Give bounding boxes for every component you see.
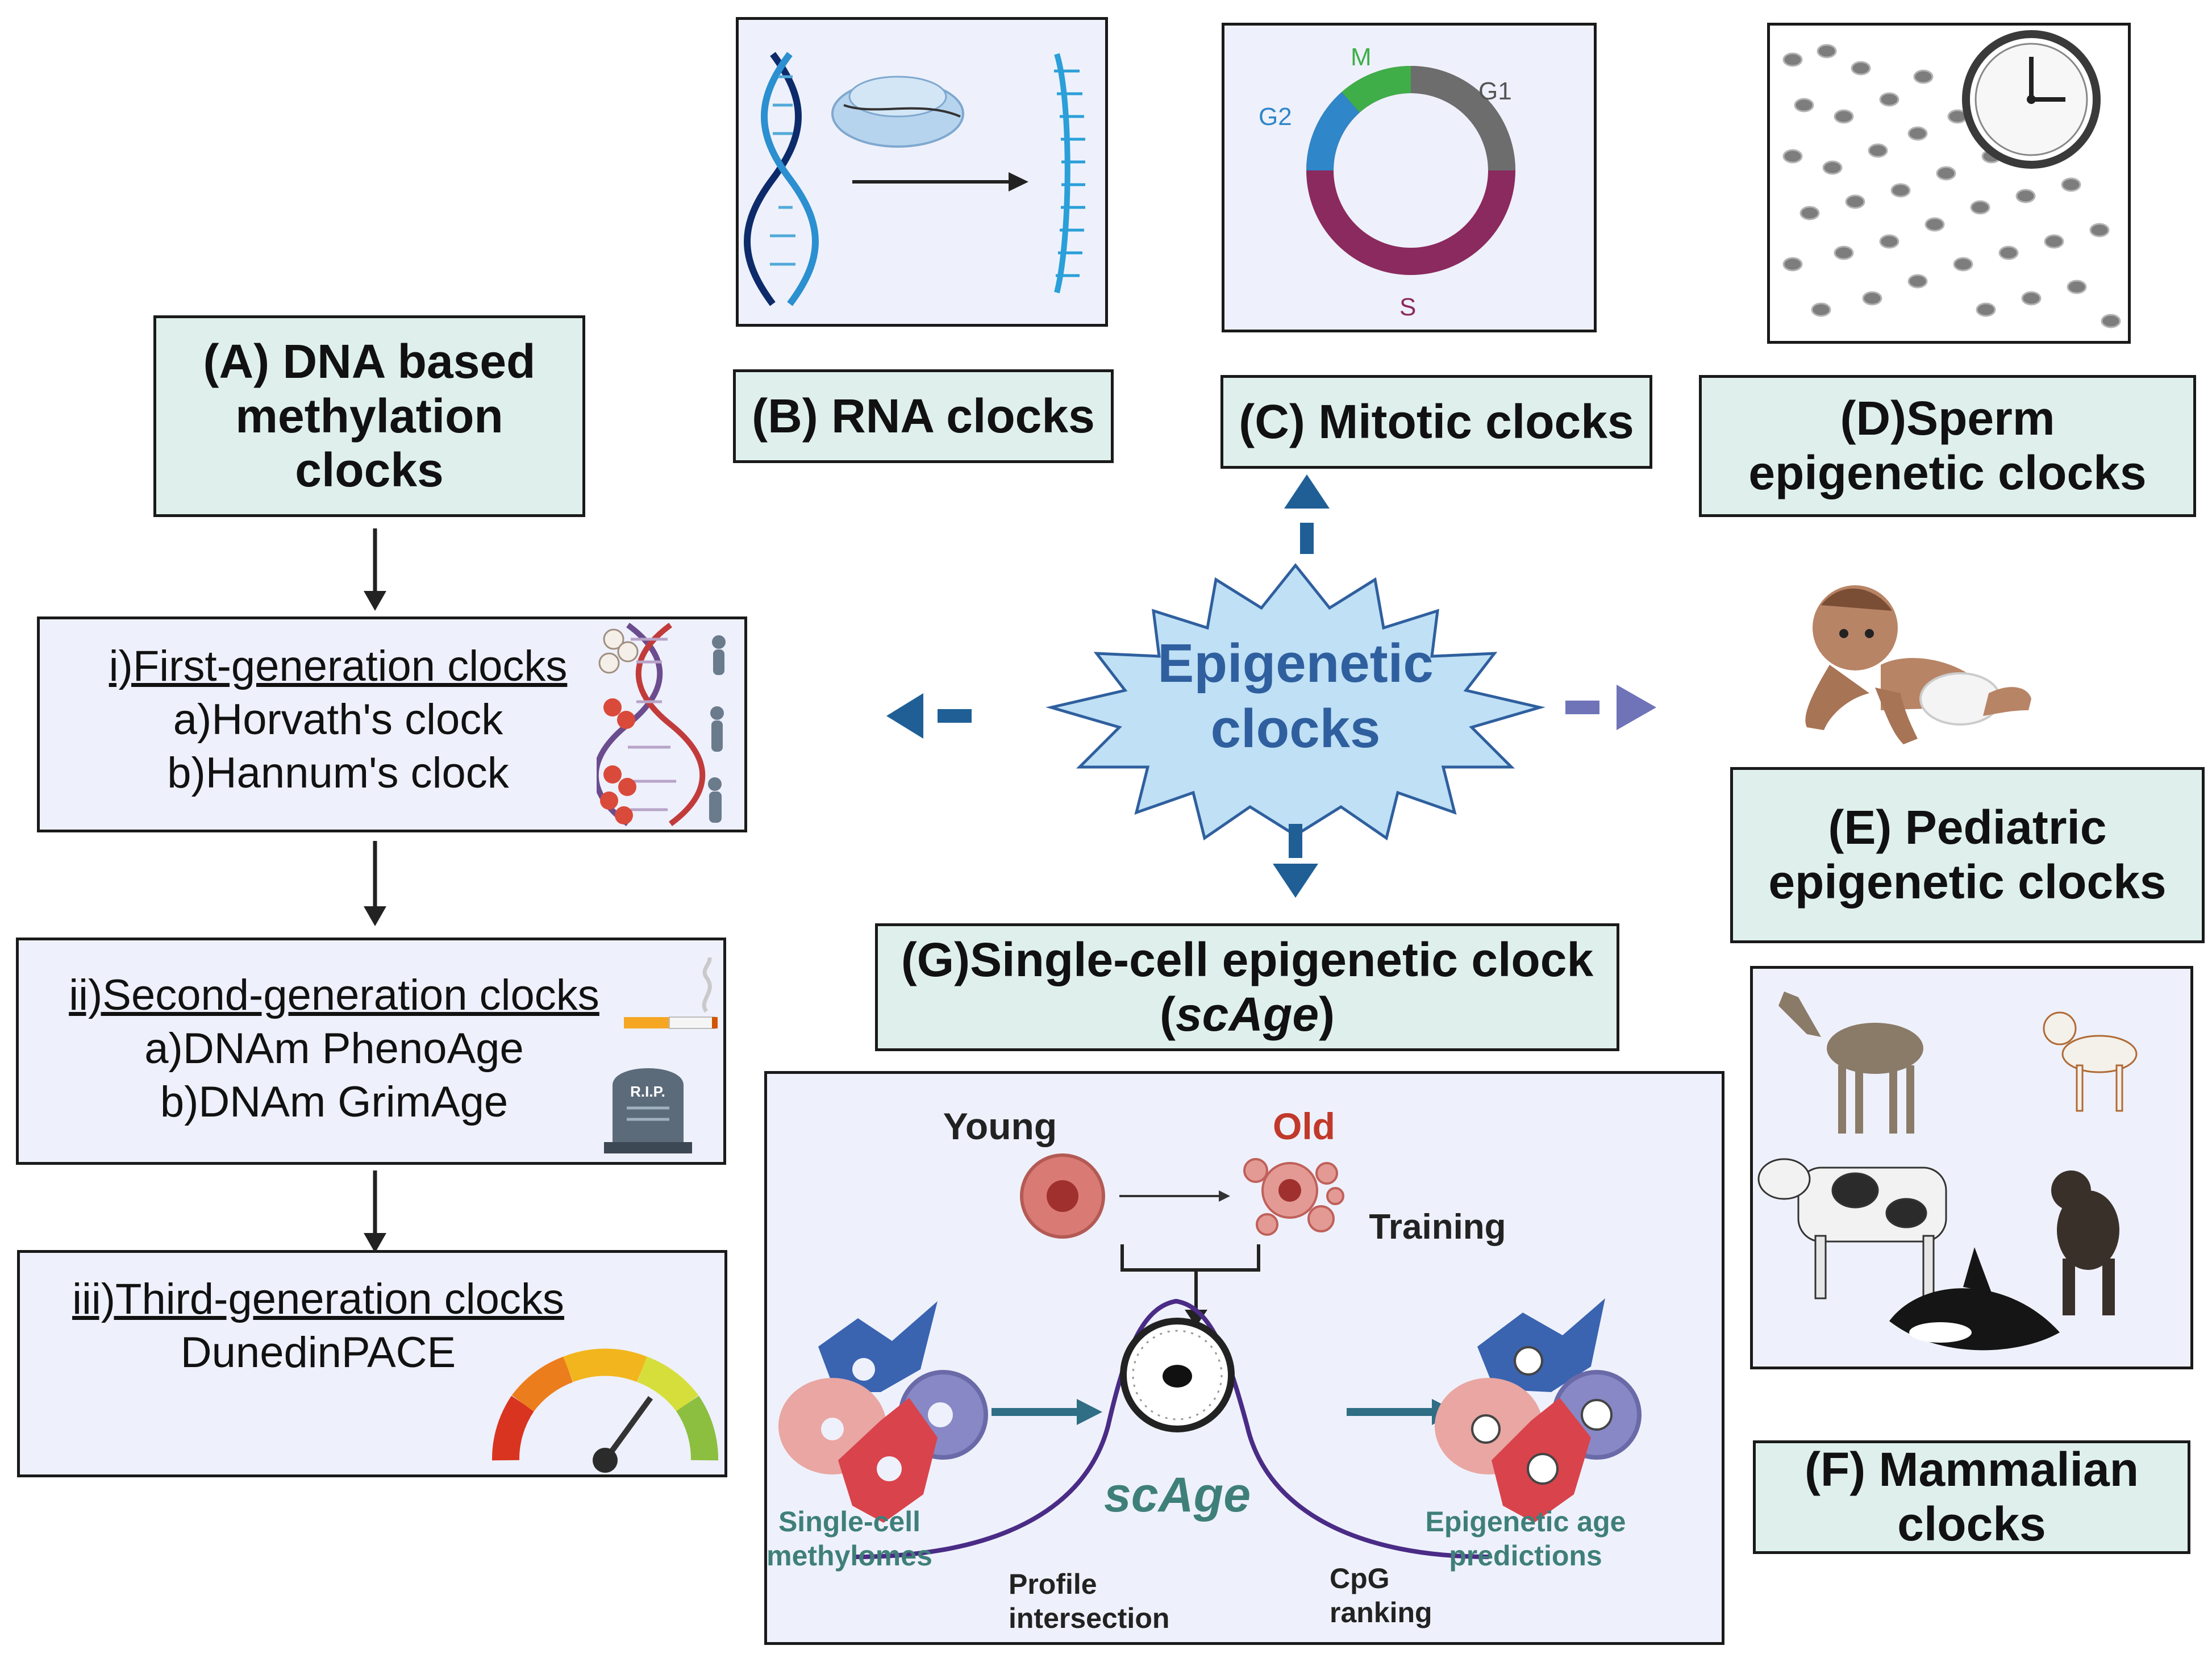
dunedinpace-clock: DunedinPACE (180, 1328, 456, 1377)
training-label: Training (1369, 1207, 1506, 1247)
box-c-label: (C) Mitotic clocks (1239, 394, 1634, 448)
second-generation-box: ii)Second-generation clocks a)DNAm Pheno… (16, 938, 726, 1165)
predictions-line2: predictions (1449, 1540, 1602, 1572)
box-e-line2: epigenetic clocks (1768, 855, 2167, 909)
cpg-line1: CpG (1330, 1563, 1390, 1594)
hannum-clock: b)Hannum's clock (167, 749, 509, 797)
young-label: Young (943, 1105, 1057, 1147)
scage-panel: Young Old Training (764, 1071, 1724, 1645)
cpg-line2: ranking (1330, 1597, 1432, 1628)
tombstone-text: R.I.P. (630, 1083, 665, 1100)
horse-icon (1778, 992, 1923, 1134)
scage-workflow: Young Old Training (767, 1105, 1642, 1634)
phase-g2-label: G2 (1259, 103, 1292, 131)
center-line1: Epigenetic (1157, 633, 1433, 694)
box-f-mammalian-clocks: (F) Mammalian clocks (1753, 1440, 2190, 1554)
phenoage-clock: a)DNAm PhenoAge (144, 1024, 524, 1073)
sperm-and-clock-illustration (1782, 30, 2121, 328)
cell-cycle-box: M G1 G2 S (1222, 23, 1597, 332)
cell-cycle-ring: M G1 G2 S (1259, 43, 1515, 321)
arrow-to-pediatric (1565, 685, 1656, 730)
box-f-line2: clocks (1897, 1497, 2046, 1551)
arrow-to-single-cell (1273, 824, 1318, 898)
first-generation-box: i)First-generation clocks a)Horvath's cl… (37, 616, 747, 832)
epigenetic-clocks-starburst: Epigenetic clocks (1045, 563, 1546, 841)
profile-line2: intersection (1009, 1602, 1169, 1634)
box-e-line1: (E) Pediatric (1828, 801, 2107, 855)
box-a-dna-methylation: (A) DNA based methylation clocks (153, 315, 585, 517)
mammals-illustration-box (1750, 966, 2193, 1369)
arrow-second-to-third (364, 1170, 386, 1253)
orca-icon (1889, 1247, 2060, 1351)
box-d-line1: (D)Sperm (1840, 391, 2055, 445)
profile-line1: Profile (1009, 1568, 1097, 1600)
baby-illustration (1805, 585, 2031, 744)
box-a-line1: (A) DNA based (203, 334, 536, 388)
box-g-line1: (G)Single-cell epigenetic clock (901, 932, 1594, 986)
box-a-line2: methylation (235, 389, 503, 443)
third-generation-box: iii)Third-generation clocks DunedinPACE (17, 1250, 727, 1477)
box-b-rna-clocks: (B) RNA clocks (733, 369, 1114, 463)
single-cell-line1: Single-cell (778, 1506, 920, 1538)
mammals-illustration (1757, 992, 2138, 1351)
dna-aging-illustration (597, 622, 726, 827)
box-b-label: (B) RNA clocks (752, 389, 1095, 443)
dog-icon (2043, 1011, 2138, 1112)
horvath-clock: a)Horvath's clock (173, 695, 503, 744)
box-d-sperm-clocks: (D)Sperm epigenetic clocks (1699, 375, 2196, 517)
second-generation-heading: ii)Second-generation clocks (69, 971, 599, 1019)
box-c-mitotic-clocks: (C) Mitotic clocks (1220, 375, 1652, 469)
grimage-clock: b)DNAm GrimAge (160, 1078, 509, 1126)
single-cell-methylome-cells (778, 1301, 988, 1523)
box-a-line3: clocks (295, 443, 444, 497)
phase-g1-label: G1 (1478, 77, 1512, 105)
third-generation-heading: iii)Third-generation clocks (72, 1275, 564, 1323)
cigarette-icon (624, 957, 718, 1029)
phase-s-label: S (1399, 293, 1416, 321)
box-f-line1: (F) Mammalian (1804, 1443, 2139, 1497)
single-cell-line2: methylomes (767, 1540, 932, 1572)
sperm-illustration-box (1767, 23, 2131, 344)
first-generation-heading: i)First-generation clocks (109, 642, 568, 690)
predictions-line1: Epigenetic age (1426, 1506, 1626, 1538)
box-e-pediatric-clocks: (E) Pediatric epigenetic clocks (1730, 767, 2205, 943)
center-line2: clocks (1211, 698, 1381, 759)
arrow-first-to-second (364, 841, 386, 926)
old-label: Old (1273, 1105, 1335, 1147)
cow-icon (1757, 1158, 1947, 1299)
rna-illustration-box (736, 17, 1108, 327)
transcription-illustration (744, 52, 1085, 306)
arrow-to-dna-methylation (886, 693, 972, 739)
tombstone-icon: R.I.P. (604, 1068, 692, 1153)
arrow-to-mitotic (1284, 474, 1330, 554)
box-g-scage: scAge (1175, 987, 1319, 1041)
chimpanzee-icon (2051, 1170, 2119, 1315)
speedometer-icon (492, 1348, 718, 1473)
box-g-single-cell-clock: (G)Single-cell epigenetic clock (scAge) (875, 923, 1619, 1051)
phase-m-label: M (1351, 43, 1372, 71)
box-d-line2: epigenetic clocks (1748, 446, 2147, 499)
arrow-a-to-first (364, 528, 386, 611)
scage-label: scAge (1104, 1468, 1251, 1522)
epigenetic-age-cells (1435, 1298, 1642, 1523)
